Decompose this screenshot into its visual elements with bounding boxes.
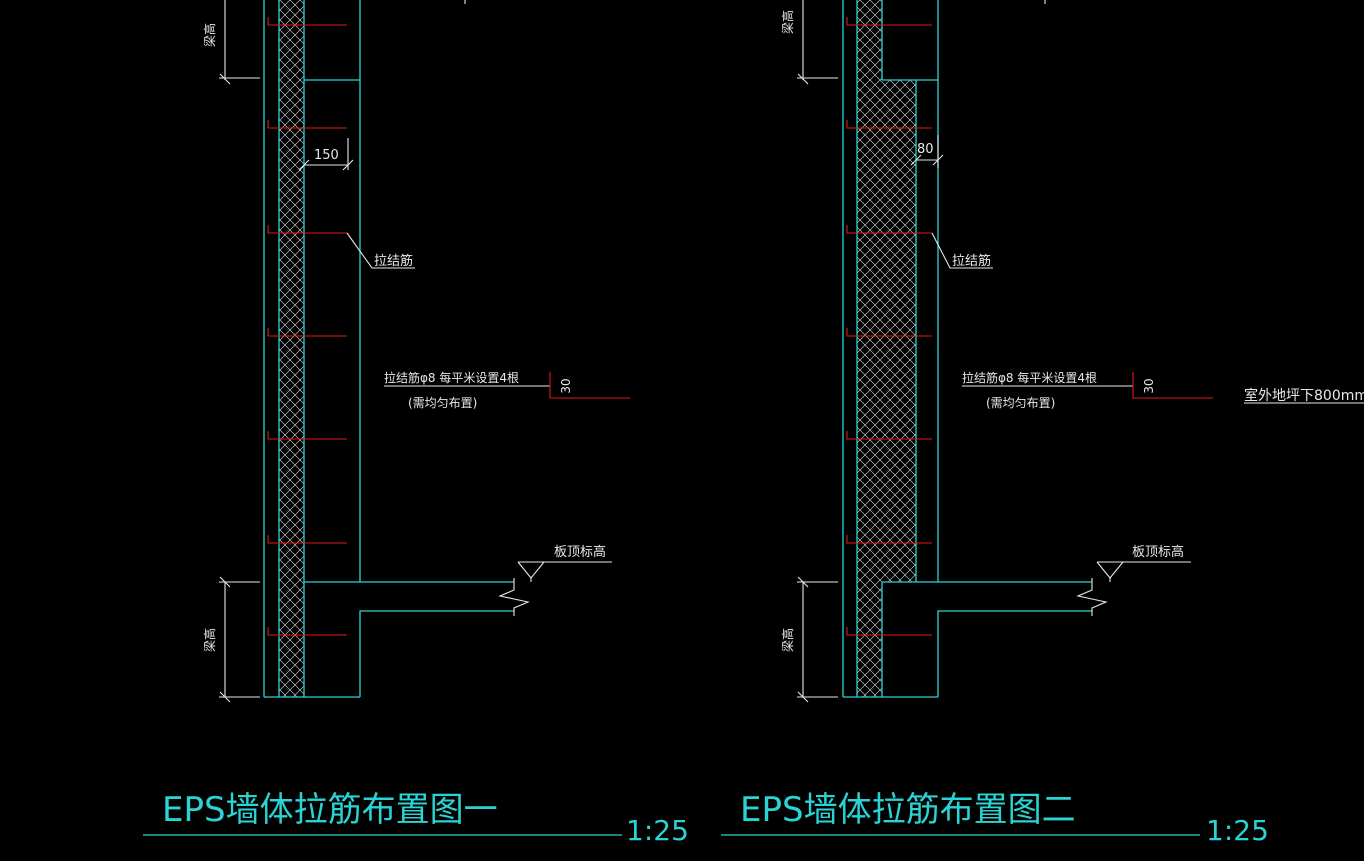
wall-section-1: 梁高 梁高 150 拉结筋 拉结筋φ8 每平米设置4根 (需均匀布置) 30 板…: [143, 0, 689, 847]
tie-bar-note-sub-2: (需均匀布置): [986, 396, 1055, 410]
tie-bar-note-1: 拉结筋φ8 每平米设置4根: [384, 370, 519, 385]
thickness-dimension-1: 150: [314, 148, 339, 163]
tie-bar-label-2: 拉结筋: [952, 253, 991, 269]
eps-insulation-2: [857, 0, 882, 697]
drawing-scale-2: 1:25: [1206, 814, 1269, 847]
drawing-title-2: EPS墙体拉筋布置图二: [740, 790, 1076, 830]
beam-height-label-top-2: 梁高: [780, 10, 795, 34]
drawing-title-1: EPS墙体拉筋布置图一: [162, 790, 498, 830]
tie-bar-note-2: 拉结筋φ8 每平米设置4根: [962, 370, 1097, 385]
wall-section-2: 梁高 梁高 80 拉结筋 拉结筋φ8 每平米设置4根 (需均匀布置) 30 室外…: [721, 0, 1364, 847]
beam-height-label-bottom-2: 梁高: [780, 628, 795, 652]
offset-dimension-1: 30: [559, 378, 573, 393]
slab-top-label-1: 板顶标高: [554, 544, 606, 560]
eps-insulation-1: [279, 0, 304, 697]
tie-bars-1: [267, 17, 347, 636]
ground-level-label: 室外地坪下800mm: [1244, 387, 1364, 404]
offset-dimension-2: 30: [1142, 378, 1156, 393]
beam-height-label-top-1: 梁高: [202, 23, 217, 47]
tie-bars-2: [846, 17, 932, 636]
beam-height-label-bottom-1: 梁高: [202, 628, 217, 652]
thickness-dimension-2: 80: [917, 142, 934, 157]
drawing-scale-1: 1:25: [626, 814, 689, 847]
slab-top-label-2: 板顶标高: [1132, 544, 1184, 560]
tie-bar-label-1: 拉结筋: [374, 253, 413, 269]
tie-bar-note-sub-1: (需均匀布置): [408, 396, 477, 410]
